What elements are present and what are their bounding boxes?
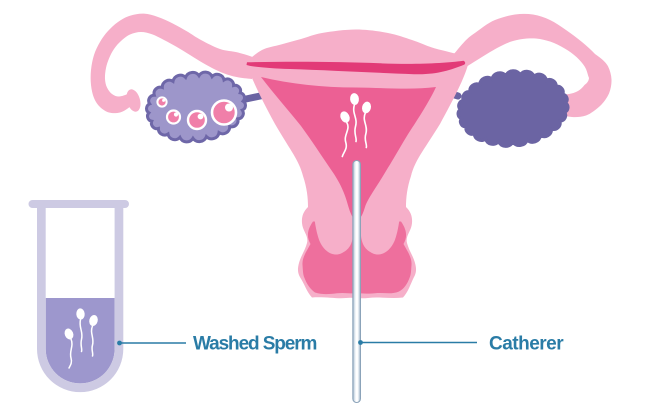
svg-text:Catherer: Catherer: [489, 334, 564, 355]
svg-text:Washed Sperm: Washed Sperm: [193, 334, 317, 355]
